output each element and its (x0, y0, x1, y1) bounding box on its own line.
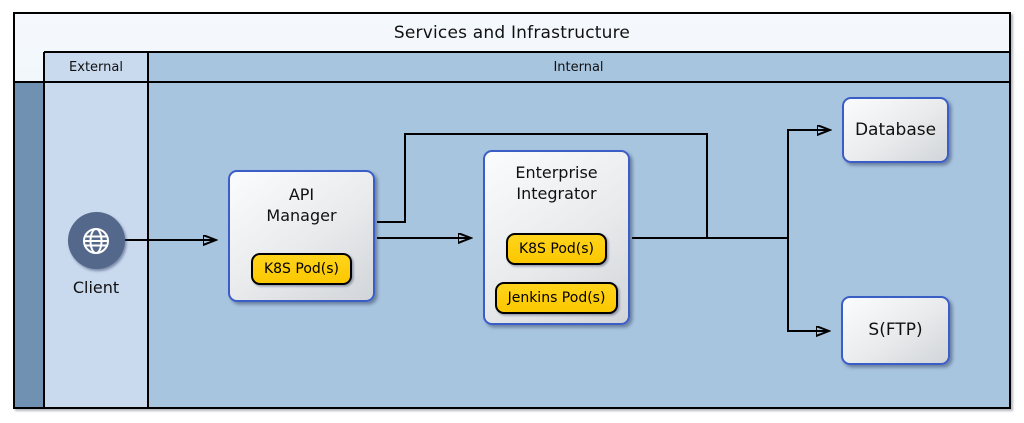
node-api-manager: API Manager K8S Pod(s) (228, 170, 375, 302)
api-manager-title-line1: API (288, 185, 315, 204)
client-avatar (67, 212, 125, 269)
badge-k8s-pods: K8S Pod(s) (505, 233, 608, 265)
enterprise-integrator-title-line2: Integrator (516, 184, 597, 203)
badge-k8s-pods: K8S Pod(s) (250, 253, 353, 285)
enterprise-integrator-title: Enterprise Integrator (515, 162, 597, 204)
node-sftp: S(FTP) (841, 296, 950, 365)
lane-header-external (44, 52, 148, 82)
pool-left-strip (15, 82, 44, 407)
lane-label-internal: Internal (553, 59, 604, 75)
enterprise-integrator-title-line1: Enterprise (515, 163, 598, 182)
api-manager-title: API Manager (266, 184, 336, 226)
node-client: Client (56, 212, 136, 297)
globe-icon (83, 227, 109, 254)
api-manager-title-line2: Manager (266, 206, 337, 225)
node-enterprise-integrator: Enterprise Integrator K8S Pod(s) Jenkins… (483, 150, 630, 325)
node-database: Database (842, 97, 949, 163)
badge-jenkins-pods: Jenkins Pod(s) (494, 282, 619, 314)
page-title: Services and Infrastructure (393, 22, 631, 43)
sftp-label: S(FTP) (868, 320, 923, 340)
client-label: Client (72, 278, 120, 297)
lane-label-external: External (69, 59, 123, 75)
database-label: Database (854, 119, 937, 140)
lane-header-internal (148, 52, 1009, 82)
